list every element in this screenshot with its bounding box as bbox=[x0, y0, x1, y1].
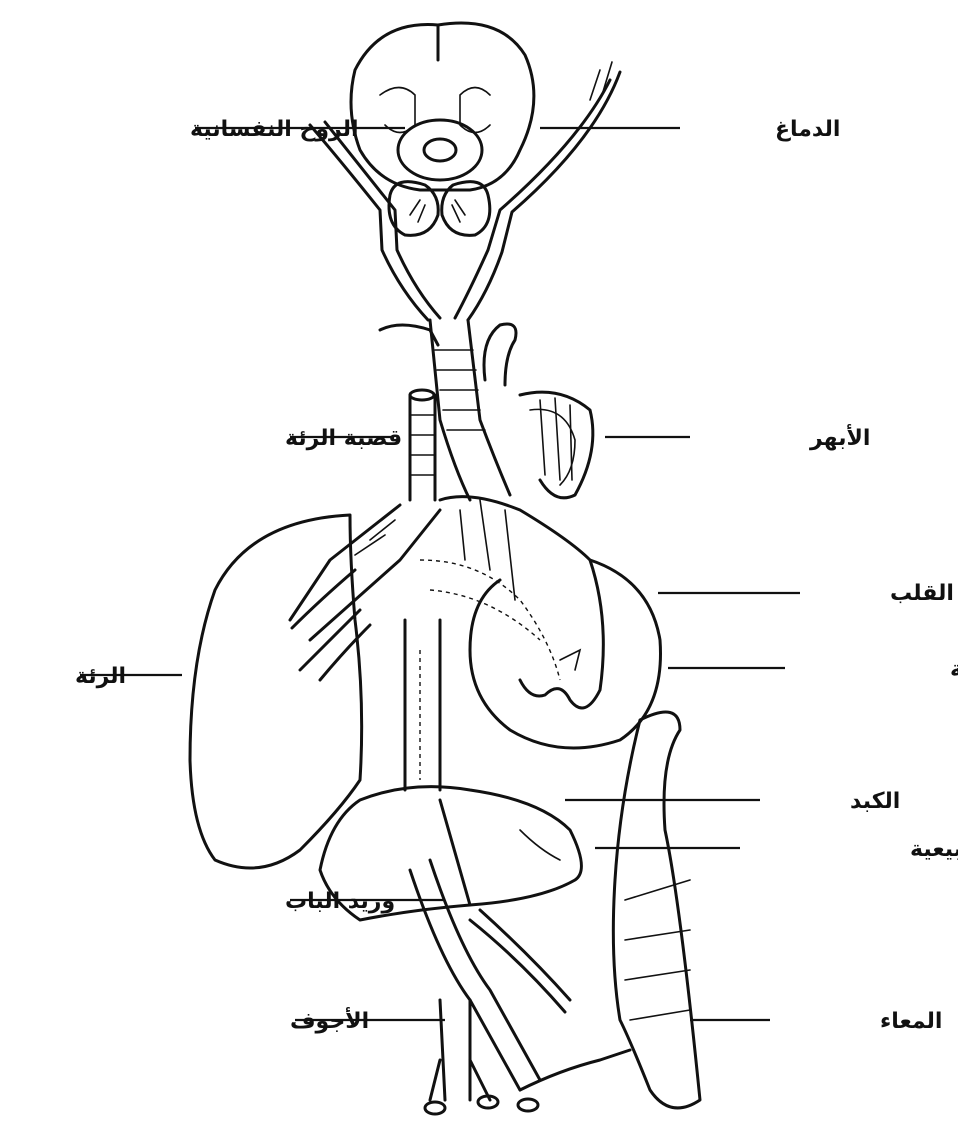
label-vein: الأجوف bbox=[290, 1006, 369, 1034]
heart-drawing bbox=[420, 497, 661, 748]
aorta-drawing bbox=[380, 320, 593, 500]
vena-cava-drawing bbox=[405, 620, 440, 790]
label-liver: الكبد bbox=[850, 789, 900, 814]
label-lung: الرئة bbox=[75, 664, 126, 689]
label-soul-natural: الروح الطبيعية bbox=[910, 837, 958, 862]
label-arteries: الأبهر bbox=[809, 423, 870, 451]
label-portal-vein: وريد الباب bbox=[285, 889, 395, 914]
label-soul-psychic: الروح النفسانية bbox=[190, 117, 359, 142]
intestine-drawing bbox=[613, 712, 700, 1108]
label-trachea: قصبة الرئة bbox=[285, 426, 402, 451]
label-heart: القلب bbox=[890, 581, 954, 606]
label-intestine: المعاء bbox=[880, 1009, 942, 1034]
label-brain: الدماغ bbox=[775, 117, 840, 142]
label-soul-animal: الروح الحيوانية bbox=[950, 657, 958, 682]
